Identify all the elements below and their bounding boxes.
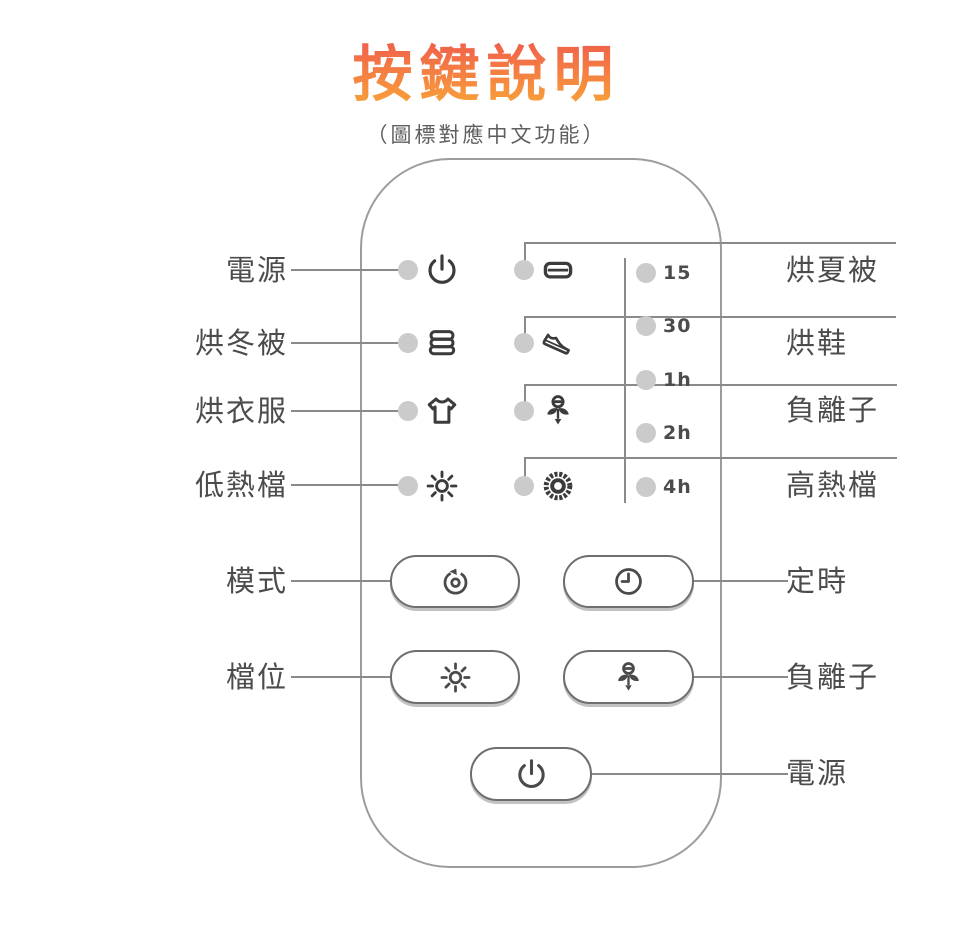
indicator-dot (398, 401, 418, 421)
power-button (470, 747, 592, 801)
clock-icon (611, 564, 646, 599)
shirt-icon (424, 393, 460, 429)
shoe-icon (540, 325, 576, 361)
ion-button (563, 650, 694, 704)
label-level: 檔位 (225, 660, 288, 694)
timer-dot (636, 477, 656, 497)
ion-icon (611, 660, 646, 695)
connector-line (524, 242, 896, 244)
page-subtitle: （圖標對應中文功能） (366, 123, 607, 147)
label-timer: 定時 (786, 564, 849, 598)
label-negative-ion-btn: 負離子 (786, 660, 880, 694)
timer-dot (636, 423, 656, 443)
connector-line (291, 676, 433, 678)
connector-line (548, 773, 788, 775)
connector-line (291, 269, 398, 271)
power-icon (514, 757, 549, 792)
connector-line (524, 457, 526, 477)
label-summer-quilt: 烘夏被 (786, 253, 880, 287)
connector-line (291, 580, 433, 582)
label-power: 電源 (225, 253, 288, 287)
connector-line (291, 410, 398, 412)
timer-1h: 1h (663, 369, 692, 391)
sun-icon (438, 660, 473, 695)
connector-line (524, 457, 897, 459)
connector-line (524, 242, 526, 261)
connector-line (652, 676, 788, 678)
label-high-heat: 高熱檔 (786, 468, 880, 502)
sun-high-icon (540, 468, 576, 504)
label-mode: 模式 (225, 564, 288, 598)
indicator-dot (514, 333, 534, 353)
indicator-dot (398, 260, 418, 280)
sun-low-icon (424, 468, 460, 504)
timer-dot (636, 316, 656, 336)
indicator-dot (398, 333, 418, 353)
indicator-dot (514, 260, 534, 280)
power-icon (424, 252, 460, 288)
timer-4h: 4h (663, 476, 692, 498)
label-winter-quilt: 烘冬被 (194, 326, 288, 360)
timer-column-separator (624, 258, 626, 503)
mode-button (390, 555, 520, 608)
quilt-stack-icon (424, 325, 460, 361)
ion-icon (540, 393, 576, 429)
label-low-heat: 低熱檔 (194, 468, 288, 502)
timer-15min: 15 (663, 262, 692, 284)
connector-line (291, 484, 398, 486)
indicator-dot (398, 476, 418, 496)
connector-line (652, 580, 788, 582)
level-button (390, 650, 520, 704)
label-dry-clothes: 烘衣服 (194, 394, 288, 428)
connector-line (524, 384, 897, 386)
label-negative-ion: 負離子 (786, 393, 880, 427)
timer-30min: 30 (663, 315, 692, 337)
indicator-dot (514, 476, 534, 496)
quilt-thin-icon (540, 252, 576, 288)
timer-2h: 2h (663, 422, 692, 444)
connector-line (291, 342, 398, 344)
indicator-dot (514, 401, 534, 421)
timer-button (563, 555, 694, 608)
label-power-btn: 電源 (786, 756, 849, 790)
timer-dot (636, 370, 656, 390)
timer-dot (636, 263, 656, 283)
label-dry-shoes: 烘鞋 (786, 326, 849, 360)
page-title: 按鍵說明 (0, 26, 973, 113)
connector-line (524, 316, 896, 318)
connector-line (524, 384, 526, 402)
connector-line (524, 316, 526, 334)
cycle-icon (438, 564, 473, 599)
